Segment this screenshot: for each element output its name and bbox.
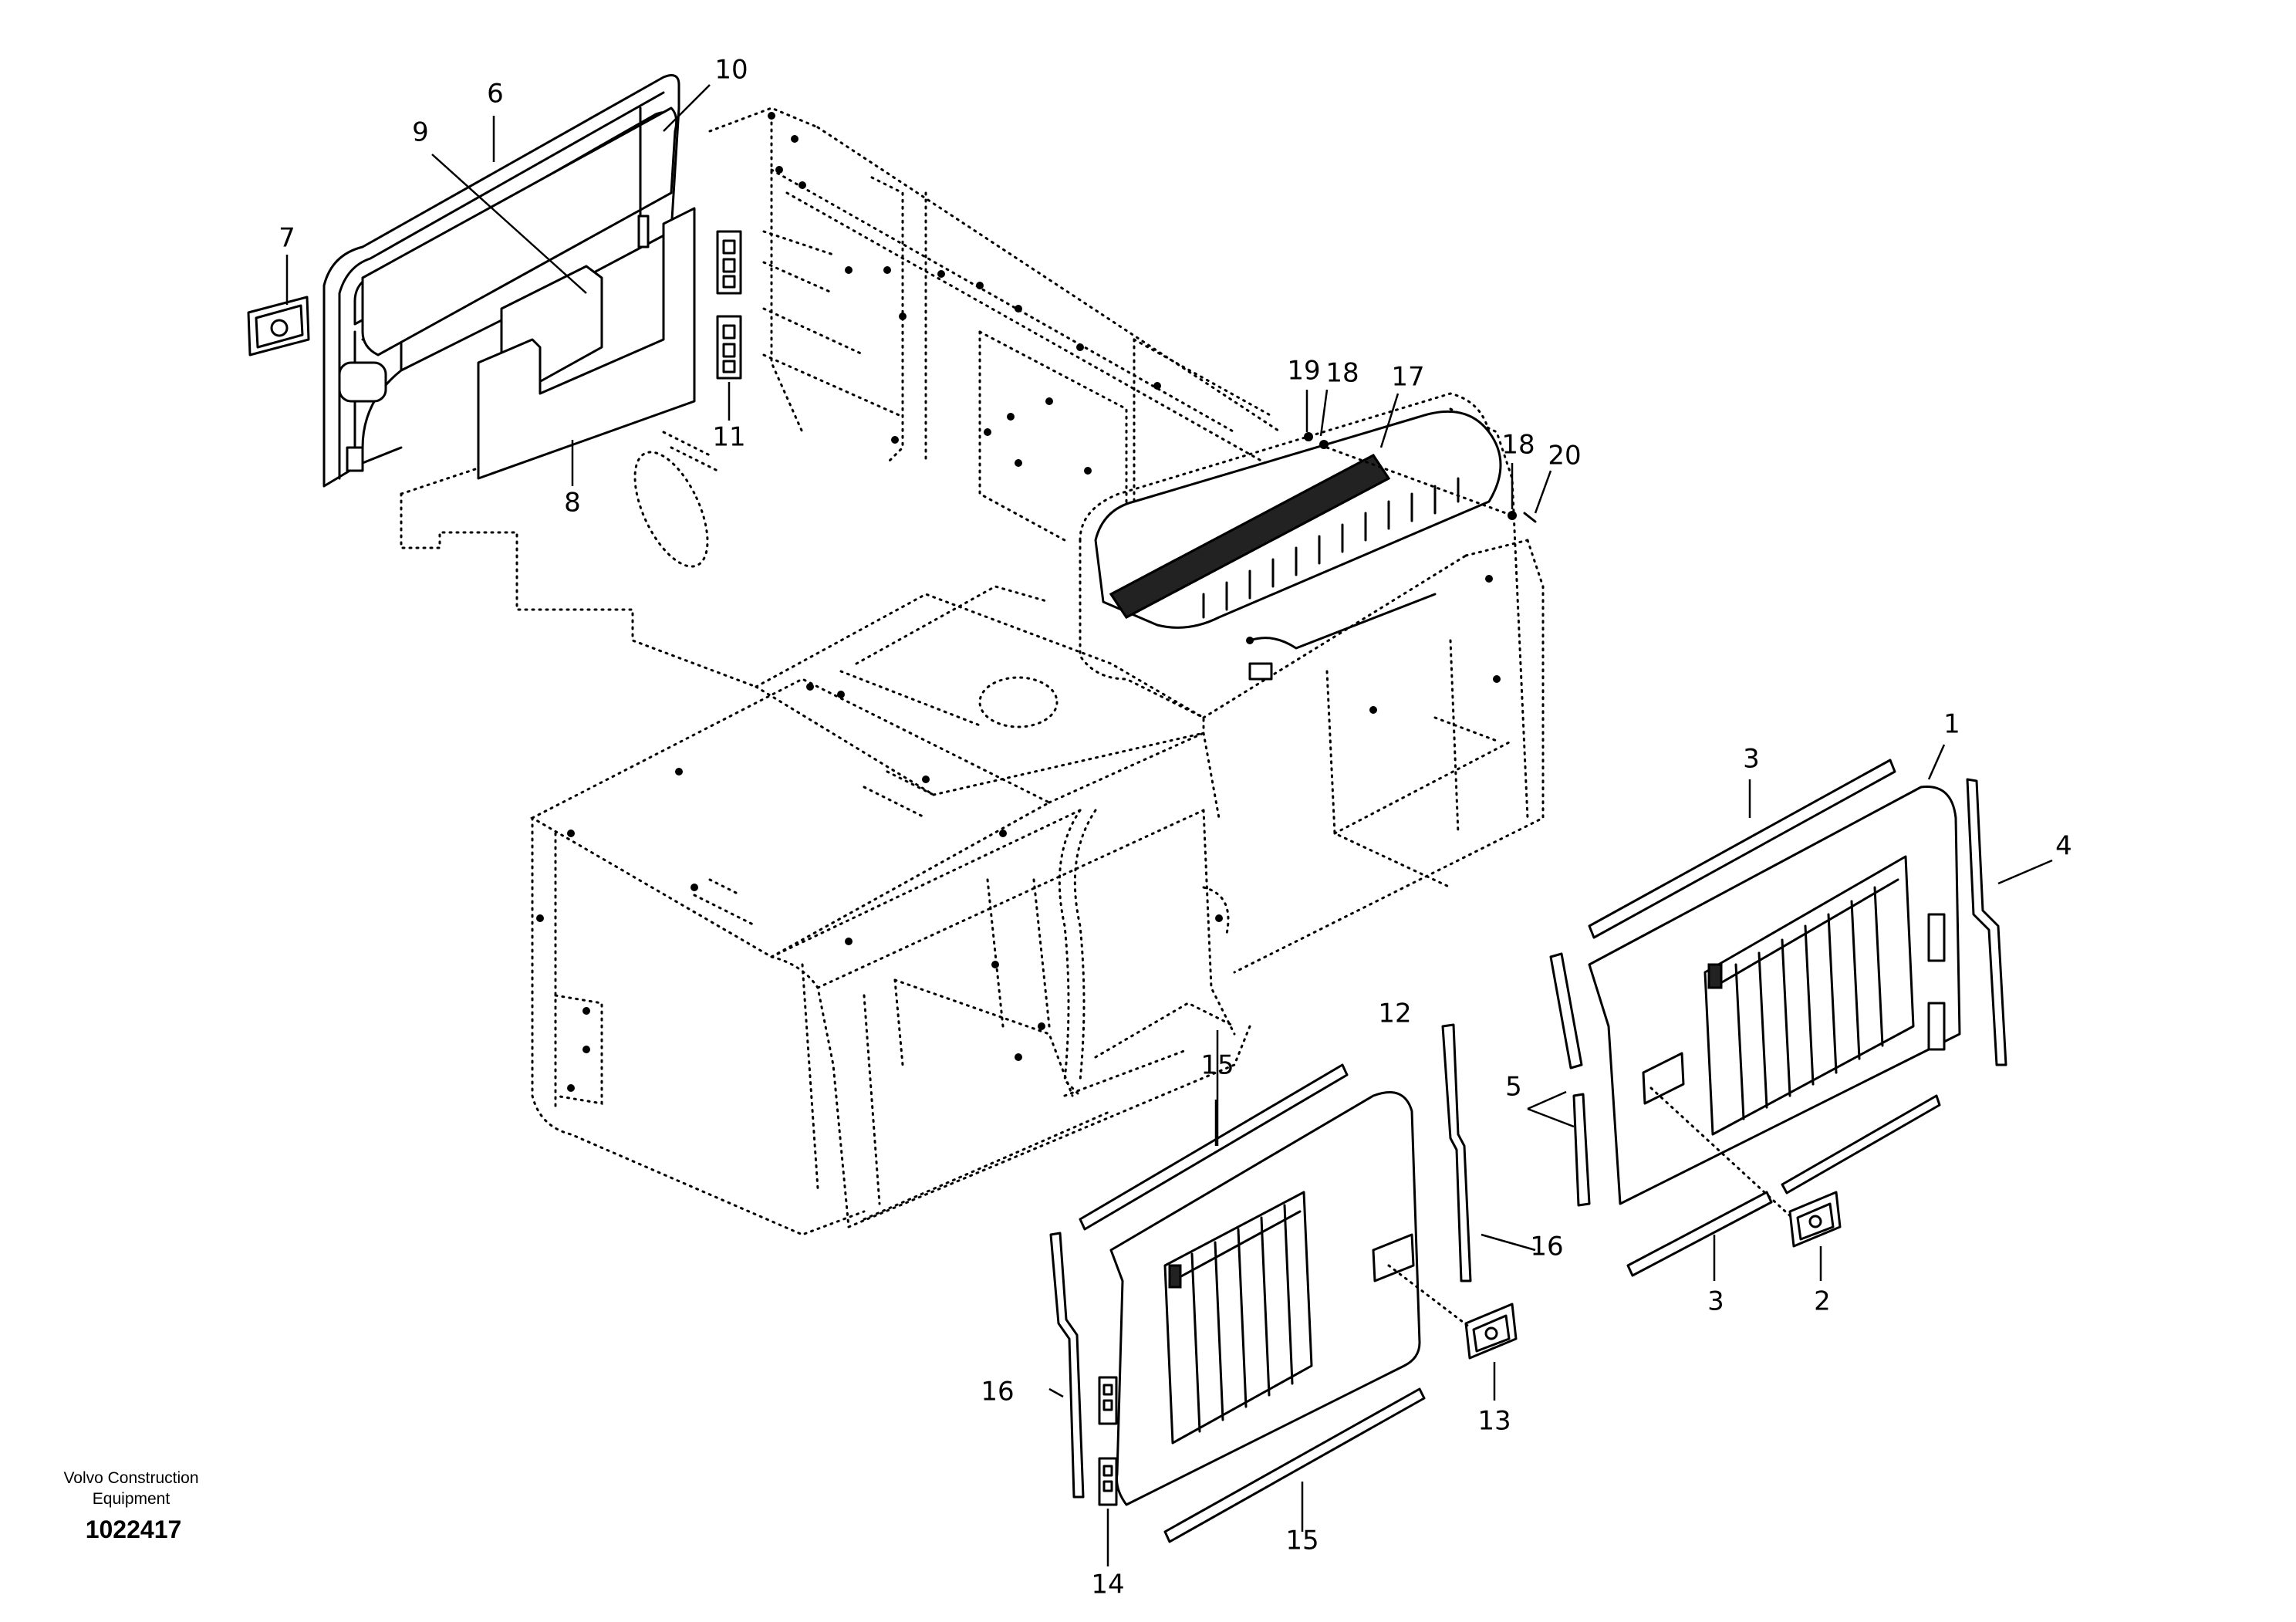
brand-caption: Volvo Construction Equipment	[31, 1468, 231, 1509]
callout-19: 19	[1287, 356, 1320, 387]
callout-14: 14	[1091, 1570, 1124, 1600]
callout-15a: 15	[1200, 1050, 1234, 1081]
callout-11: 11	[712, 422, 745, 453]
callout-15b: 15	[1285, 1526, 1319, 1556]
brand-line-2: Equipment	[92, 1490, 171, 1508]
callout-10: 10	[714, 55, 748, 86]
callout-6: 6	[487, 79, 504, 110]
callout-20: 20	[1548, 441, 1581, 471]
callout-1: 1	[1943, 709, 1960, 740]
callout-8: 8	[564, 488, 581, 519]
callout-18b: 18	[1501, 430, 1535, 461]
callout-labels: 1 2 3 3 4 5 6 7 8 9 10 11 12 13 14 15 15…	[279, 55, 2072, 1600]
document-number: 1022417	[85, 1516, 182, 1543]
callout-18a: 18	[1325, 358, 1359, 389]
leader-lines	[285, 84, 2053, 1566]
callout-16b: 16	[981, 1377, 1014, 1407]
callout-9: 9	[412, 117, 429, 148]
callout-13: 13	[1477, 1406, 1511, 1437]
rear-left-trim-panel	[322, 74, 696, 488]
part-7-bracket	[247, 296, 310, 357]
callout-12: 12	[1378, 999, 1411, 1029]
callout-2: 2	[1814, 1286, 1831, 1317]
callout-5: 5	[1505, 1072, 1522, 1103]
rear-air-vent-panel	[1094, 410, 1502, 681]
callout-7: 7	[279, 223, 295, 254]
left-side-panel-assembly	[1049, 1023, 1518, 1543]
callout-4: 4	[2055, 831, 2072, 862]
callout-17: 17	[1391, 362, 1424, 393]
callout-3b: 3	[1707, 1286, 1724, 1317]
part-11-hinges	[716, 230, 742, 380]
frame-fastener-dots	[536, 112, 1501, 1092]
callout-16a: 16	[1530, 1232, 1563, 1262]
callout-3a: 3	[1743, 744, 1760, 775]
right-side-panel-assembly	[1549, 759, 2007, 1277]
brand-line-1: Volvo Construction	[63, 1469, 199, 1487]
vent-fasteners	[1304, 432, 1537, 523]
cab-frame-outline	[400, 106, 1545, 1236]
